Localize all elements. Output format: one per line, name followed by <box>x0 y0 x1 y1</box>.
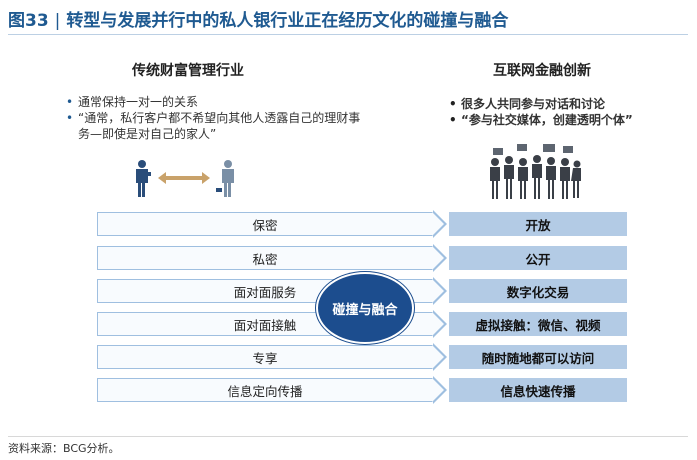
arrow-right-icon <box>432 310 447 338</box>
left-bullet-2: “通常，私行客户都不希望向其他人透露自己的理财事务—即使是对自己的家人” <box>66 110 366 142</box>
left-box-1: 保密 <box>97 212 433 236</box>
right-box-5: 随时随地都可以访问 <box>449 345 627 369</box>
right-box-6: 信息快速传播 <box>449 378 627 402</box>
row-2: 私密 <box>97 244 447 272</box>
footer-rule <box>8 436 688 437</box>
source-note: 资料来源：BCG分析。 <box>8 442 120 455</box>
right-box-4: 虚拟接触：微信、视频 <box>449 312 627 336</box>
arrow-right-icon <box>432 210 447 238</box>
left-column-heading: 传统财富管理行业 <box>132 63 244 79</box>
left-box-6: 信息定向传播 <box>97 378 433 402</box>
double-arrow-icon <box>158 172 210 184</box>
right-bullet-1: 很多人共同参与对话和讨论 <box>449 96 689 112</box>
row-1: 保密 <box>97 210 447 238</box>
right-column-heading: 互联网金融创新 <box>493 63 591 79</box>
left-box-2: 私密 <box>97 246 433 270</box>
row-6: 信息定向传播 <box>97 376 447 404</box>
right-box-2: 公开 <box>449 246 627 270</box>
collision-fusion-ellipse: 碰撞与融合 <box>316 272 414 344</box>
figure-title-text: 转型与发展并行中的私人银行业正在经历文化的碰撞与融合 <box>66 11 509 31</box>
left-person-icon <box>136 160 151 197</box>
right-box-1: 开放 <box>449 212 627 236</box>
title-rule <box>8 34 688 35</box>
row-5: 专享 <box>97 343 447 371</box>
right-bullet-list: 很多人共同参与对话和讨论 “参与社交媒体，创建透明个体” <box>449 96 689 128</box>
arrow-right-icon <box>432 343 447 371</box>
crowd-with-devices-icon <box>490 144 581 199</box>
figure-label: 图33 <box>8 11 49 31</box>
arrow-right-icon <box>432 376 447 404</box>
two-people-one-on-one-icon <box>136 160 234 197</box>
title-separator: | <box>54 11 61 31</box>
arrow-right-icon <box>432 277 447 305</box>
left-box-5: 专享 <box>97 345 433 369</box>
figure-title: 图33|转型与发展并行中的私人银行业正在经历文化的碰撞与融合 <box>8 6 688 31</box>
right-person-icon <box>216 160 234 197</box>
arrow-right-icon <box>432 244 447 272</box>
left-bullet-list: 通常保持一对一的关系 “通常，私行客户都不希望向其他人透露自己的理财事务—即使是… <box>66 94 366 142</box>
right-box-3: 数字化交易 <box>449 279 627 303</box>
left-bullet-1: 通常保持一对一的关系 <box>66 94 366 110</box>
right-bullet-2: “参与社交媒体，创建透明个体” <box>449 112 689 128</box>
